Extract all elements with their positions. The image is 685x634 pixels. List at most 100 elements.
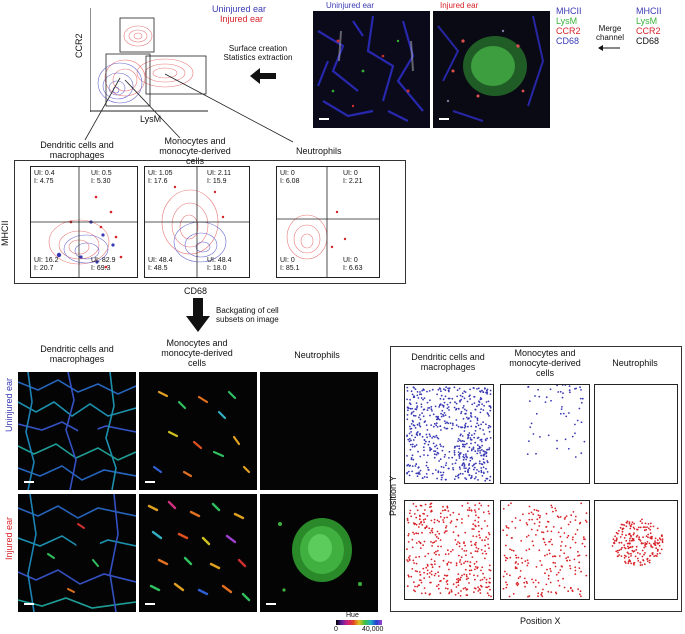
position-point (443, 574, 446, 577)
position-point (551, 555, 554, 558)
position-point (525, 522, 528, 524)
position-point (646, 541, 649, 543)
position-point (654, 540, 656, 542)
position-point (525, 536, 528, 538)
position-point (482, 421, 484, 424)
position-point (489, 475, 492, 478)
position-point (457, 577, 460, 580)
position-point (438, 404, 441, 407)
position-point (465, 458, 467, 461)
position-point (630, 562, 633, 565)
position-point (526, 559, 529, 562)
position-point (549, 388, 552, 391)
position-point (484, 439, 487, 442)
position-point (464, 568, 467, 571)
position-point (435, 444, 438, 447)
position-point (643, 553, 645, 556)
position-plot-injured-mono (500, 500, 590, 600)
position-point (426, 436, 428, 439)
position-point (534, 586, 537, 588)
position-point (624, 560, 626, 563)
position-point (559, 412, 562, 415)
position-point (427, 443, 430, 446)
position-plot-injured-dc (404, 500, 494, 600)
position-point (482, 429, 484, 431)
position-point (410, 413, 413, 415)
position-point (647, 536, 649, 539)
position-point (428, 527, 431, 530)
position-point (465, 416, 468, 419)
position-point (409, 464, 411, 467)
position-point (656, 553, 659, 555)
position-point (486, 460, 489, 462)
position-point (432, 541, 434, 544)
position-point (450, 550, 452, 553)
position-point (407, 556, 410, 559)
position-point (476, 405, 478, 408)
position-point (478, 502, 481, 505)
position-point (458, 447, 461, 450)
position-point (623, 544, 626, 546)
position-point (443, 516, 446, 519)
position-point (451, 422, 454, 425)
position-point (451, 463, 454, 465)
position-point (560, 565, 563, 568)
position-point (407, 533, 410, 535)
position-point (428, 576, 431, 578)
position-point (484, 550, 486, 553)
position-point (580, 401, 583, 404)
position-point (468, 569, 471, 572)
position-point (637, 560, 640, 562)
position-point (425, 464, 428, 467)
position-point (473, 562, 476, 565)
position-point (650, 537, 653, 540)
position-point (417, 526, 420, 528)
position-point (459, 595, 462, 597)
position-point (534, 395, 536, 397)
position-point (439, 425, 442, 428)
position-point (639, 553, 641, 555)
position-point (447, 467, 450, 470)
position-point (525, 549, 528, 552)
position-point (413, 513, 416, 515)
position-point (466, 456, 468, 459)
position-point (470, 569, 473, 572)
position-point (442, 471, 445, 474)
position-point (473, 402, 476, 404)
position-point (431, 531, 434, 534)
position-point (475, 546, 478, 549)
position-point (409, 398, 411, 401)
position-point (645, 528, 648, 531)
position-point (426, 569, 429, 572)
position-point (542, 538, 545, 541)
position-point (458, 513, 460, 516)
position-point (470, 439, 473, 441)
position-point (437, 575, 440, 577)
position-point (550, 399, 552, 402)
position-point (431, 563, 433, 566)
position-point (481, 389, 483, 392)
position-point (460, 440, 462, 443)
position-point (406, 519, 409, 522)
position-point (484, 451, 487, 453)
position-point (474, 504, 477, 506)
position-point (565, 515, 568, 517)
position-point (412, 531, 414, 534)
position-point (443, 388, 445, 390)
position-point (489, 437, 492, 439)
position-point (463, 397, 466, 400)
position-point (423, 439, 426, 441)
position-point (639, 561, 642, 564)
position-point (528, 400, 531, 402)
position-point (660, 548, 663, 551)
position-point (472, 446, 475, 449)
position-point (418, 414, 421, 416)
position-point (628, 539, 631, 542)
position-point (485, 391, 487, 394)
position-point (514, 566, 517, 569)
position-point (628, 546, 630, 549)
position-point (431, 527, 434, 530)
position-point (422, 567, 425, 570)
position-point (472, 528, 475, 530)
